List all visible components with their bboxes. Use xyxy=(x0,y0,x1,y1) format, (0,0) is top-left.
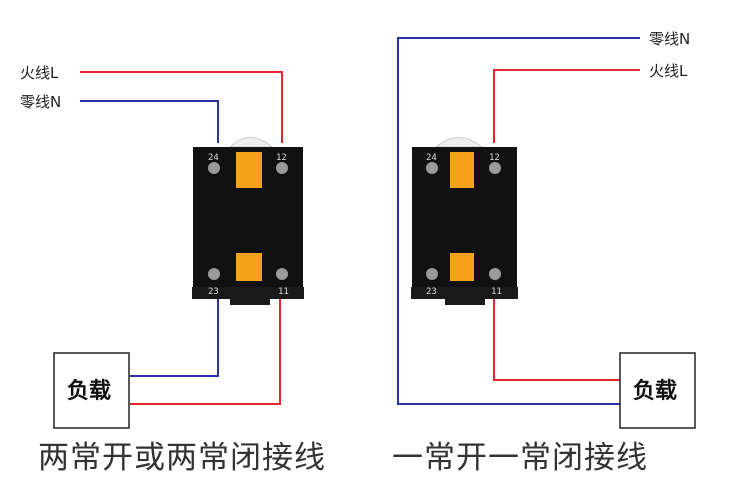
right-upper-indicator xyxy=(450,152,474,188)
left-switch-block: 24 12 23 11 xyxy=(192,137,304,305)
left-screw xyxy=(208,268,220,280)
left-caption: 两常开或两常闭接线 xyxy=(38,440,326,476)
right-live-label: 火线L xyxy=(649,62,688,80)
left-live-label: 火线L xyxy=(20,64,59,82)
right-terminal-12: 12 xyxy=(489,153,500,163)
right-screw xyxy=(426,162,438,174)
right-terminal-23: 23 xyxy=(426,287,437,297)
right-terminal-24: 24 xyxy=(426,153,437,163)
left-live-wire-bottom xyxy=(130,298,281,405)
left-load-box: 负载 xyxy=(53,352,130,429)
right-load-label: 负载 xyxy=(633,378,677,404)
right-live-wire-bottom xyxy=(493,298,620,381)
left-terminal-12: 12 xyxy=(276,153,287,163)
left-neutral-wire-top xyxy=(80,100,219,143)
left-screw xyxy=(276,268,288,280)
right-neutral-wire xyxy=(397,37,640,405)
left-diagram: 火线L 零线N 24 12 23 11 负载 xyxy=(20,64,304,429)
left-screw xyxy=(276,162,288,174)
right-switch-block: 24 12 23 11 xyxy=(411,137,518,305)
left-terminal-24: 24 xyxy=(208,153,219,163)
right-live-wire-top xyxy=(493,69,640,143)
right-lower-indicator xyxy=(450,253,474,281)
right-screw xyxy=(489,268,501,280)
left-screw xyxy=(208,162,220,174)
right-screw xyxy=(426,268,438,280)
right-terminal-11: 11 xyxy=(491,287,502,297)
left-neutral-wire-bottom xyxy=(130,298,219,377)
left-terminal-11: 11 xyxy=(278,287,289,297)
left-lower-indicator xyxy=(236,253,262,281)
left-neutral-label: 零线N xyxy=(20,93,61,111)
left-load-label: 负载 xyxy=(67,378,111,404)
right-neutral-label: 零线N xyxy=(649,30,690,48)
left-terminal-23: 23 xyxy=(208,287,219,297)
right-diagram: 零线N 火线L 24 12 23 11 负载 xyxy=(397,30,696,429)
right-screw xyxy=(489,162,501,174)
left-live-wire-top xyxy=(80,71,283,143)
right-caption: 一常开一常闭接线 xyxy=(392,440,648,476)
right-load-box: 负载 xyxy=(619,352,696,429)
left-upper-indicator xyxy=(236,152,262,188)
